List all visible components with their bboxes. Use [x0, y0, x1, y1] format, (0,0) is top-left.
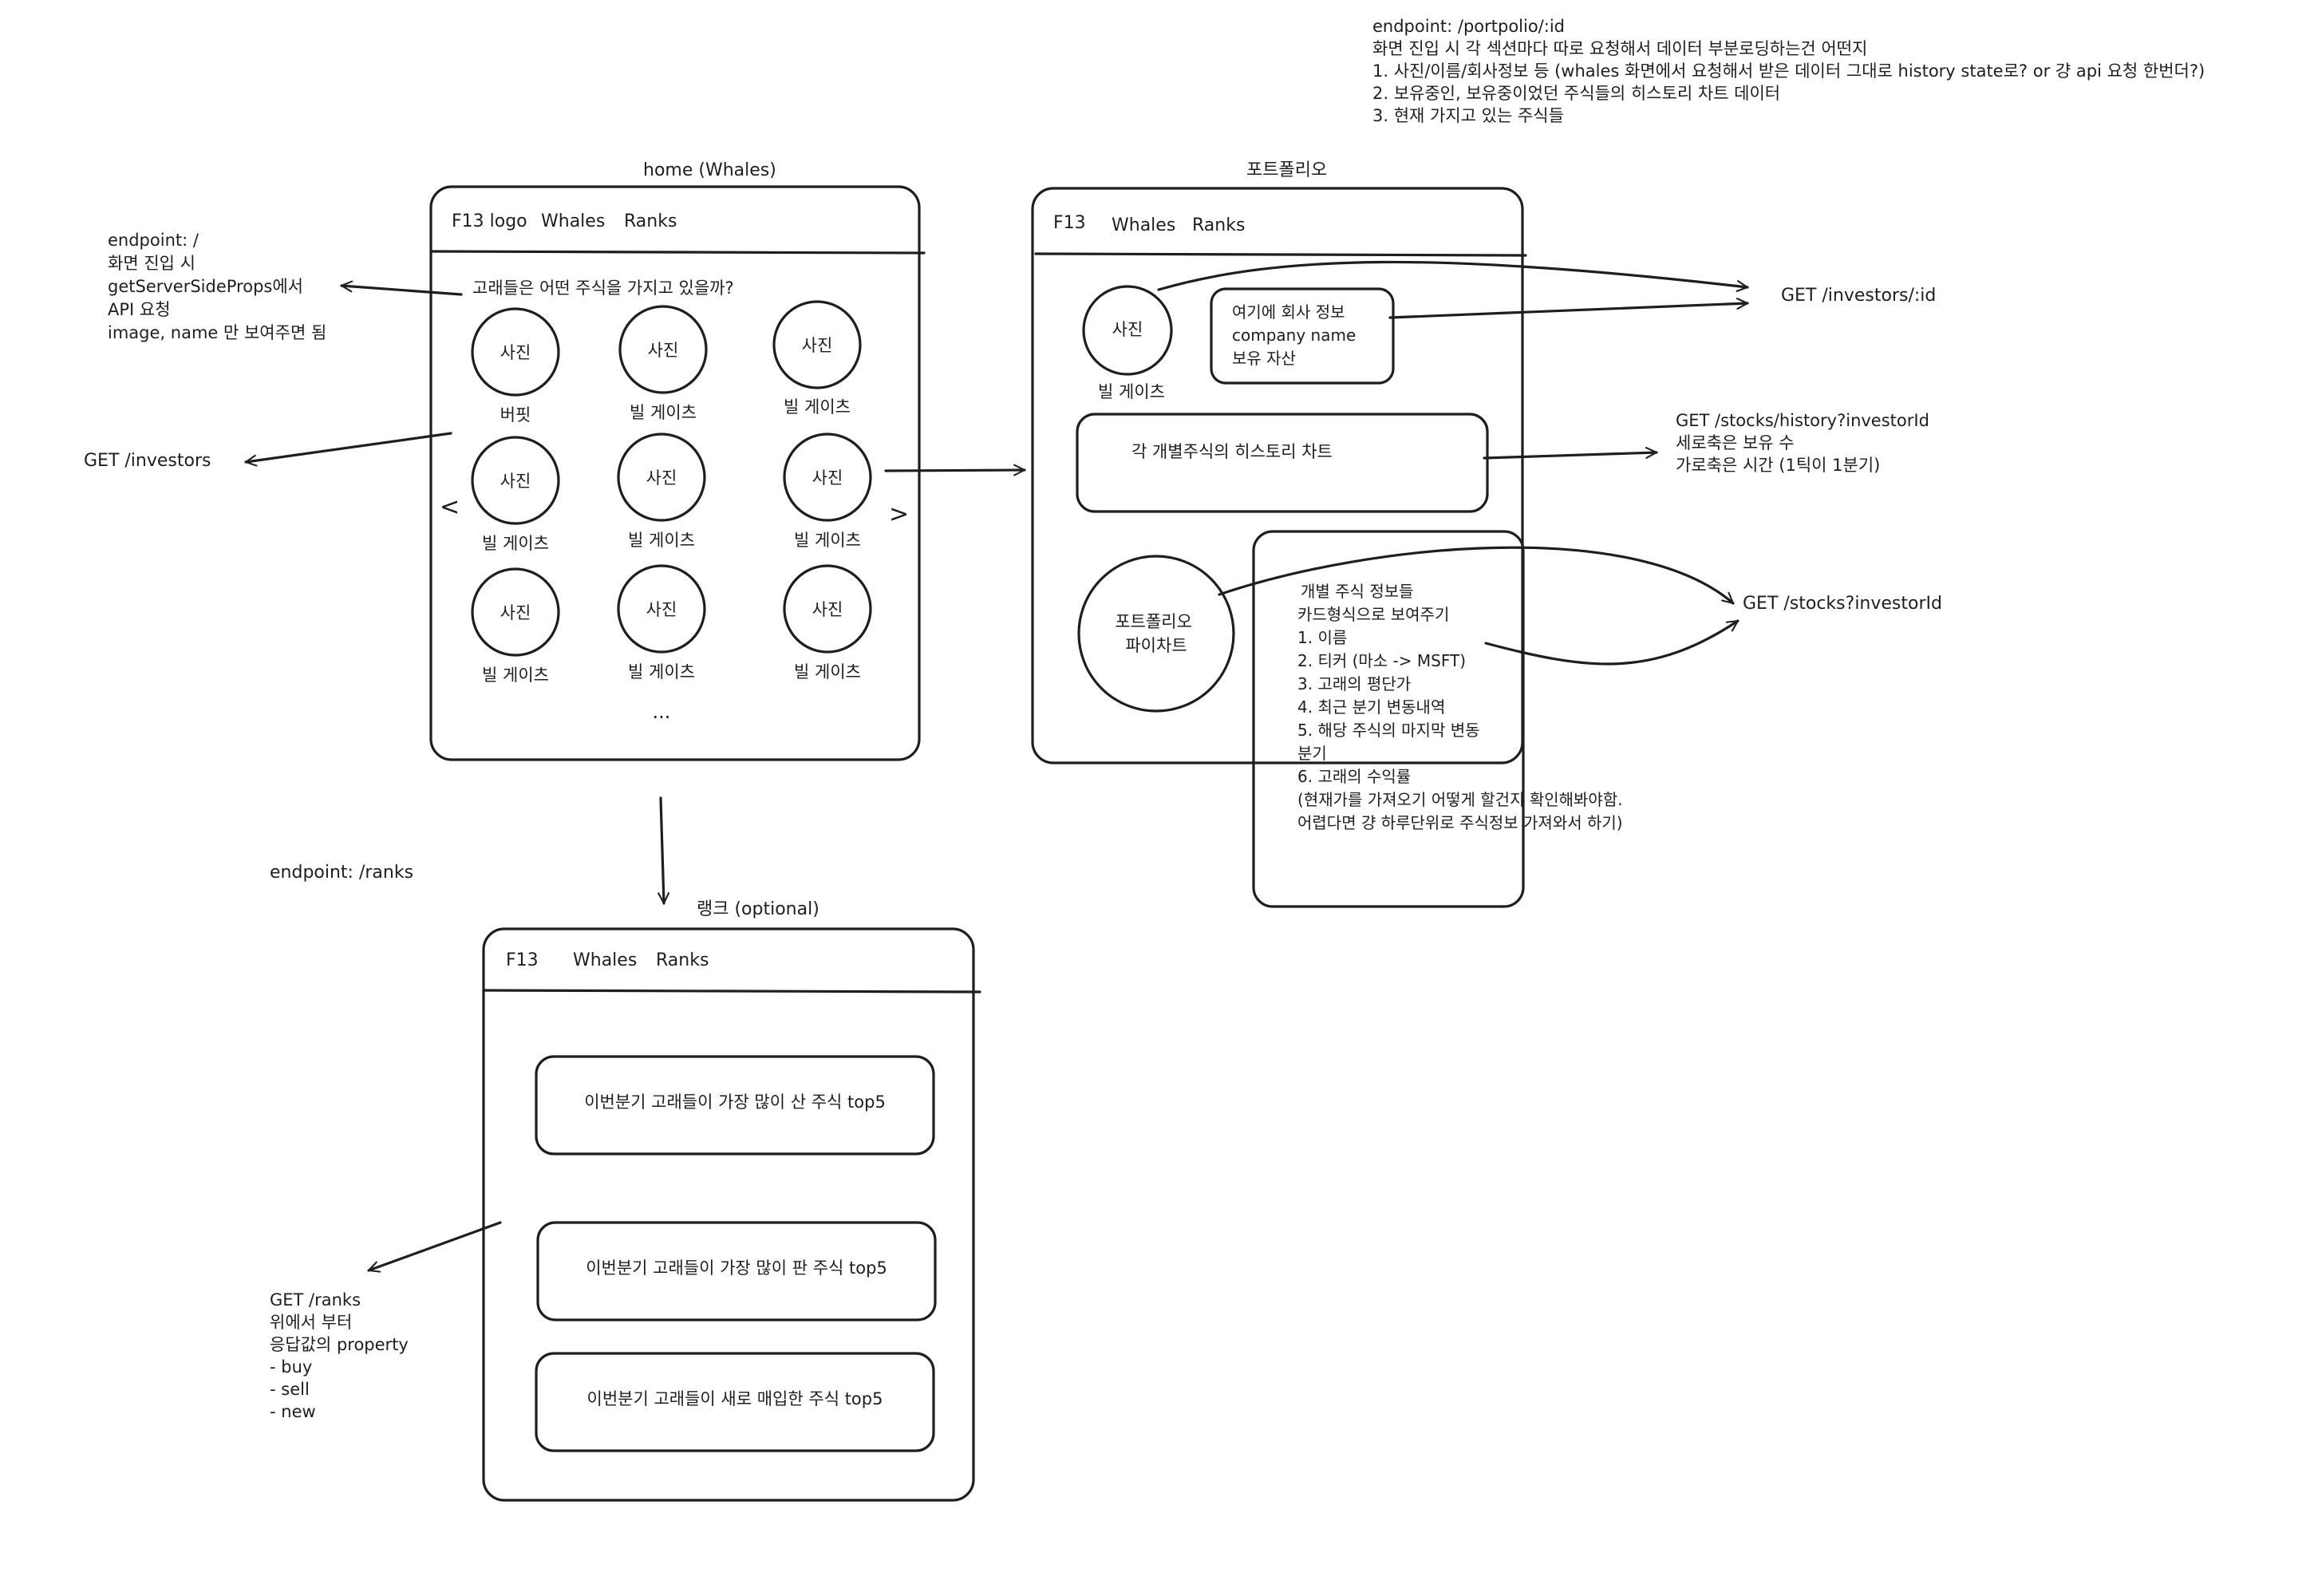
- ranks-nav-ranks[interactable]: Ranks: [656, 950, 709, 970]
- investor-name: 빌 게이츠: [794, 662, 861, 681]
- rank-box-new[interactable]: [535, 1352, 935, 1452]
- portfolio-nav-logo[interactable]: F13: [1053, 213, 1086, 233]
- home-nav-divider: [429, 250, 926, 255]
- arrow-ranks-to-get-ranks: [367, 1221, 502, 1273]
- portfolio-endpoint-note: endpoint: /portpolio/:id 화면 진입 시 각 섹션마다 …: [1372, 17, 2210, 125]
- arrow-pie-to-get-stocks: [1218, 546, 1735, 605]
- investor-photo[interactable]: [772, 300, 862, 389]
- investor-name: 빌 게이츠: [630, 403, 697, 422]
- portfolio-nav-whales[interactable]: Whales: [1112, 215, 1175, 235]
- investor-photo-label: 사진: [646, 468, 677, 488]
- arrow-chart-to-get-stock-history: [1483, 446, 1658, 460]
- investor-photo[interactable]: [471, 307, 560, 397]
- portfolio-nav-divider: [1034, 252, 1527, 257]
- company-info-box: [1210, 287, 1395, 385]
- investor-photo-label: 사진: [500, 472, 531, 491]
- get-ranks-note: GET /ranks 위에서 부터 응답값의 property - buy - …: [270, 1290, 414, 1421]
- investor-photo[interactable]: [783, 564, 872, 654]
- company-info-text: 여기에 회사 정보 company name 보유 자산: [1232, 302, 1361, 368]
- investor-photo[interactable]: [617, 564, 706, 654]
- get-investors-note: GET /investors: [84, 451, 211, 471]
- investor-photo-label: 사진: [646, 600, 677, 619]
- investor-photo[interactable]: [783, 433, 872, 522]
- more-indicator: ...: [653, 701, 671, 723]
- carousel-next-button[interactable]: >: [889, 500, 909, 528]
- rank-label-buy: 이번분기 고래들이 가장 많이 산 주식 top5: [584, 1092, 886, 1112]
- ranks-nav-logo[interactable]: F13: [506, 950, 539, 970]
- stock-cards-box: [1252, 530, 1525, 908]
- investor-card[interactable]: 사진 빌 게이츠: [471, 436, 560, 553]
- history-chart-label: 각 개별주식의 히스토리 차트: [1131, 442, 1333, 461]
- portfolio-photo-label: 사진: [1112, 320, 1143, 339]
- home-nav-logo[interactable]: F13 logo: [452, 211, 527, 231]
- investor-photo-label: 사진: [812, 600, 843, 619]
- portfolio-investor-photo: [1082, 285, 1173, 376]
- investor-card[interactable]: 사진 빌 게이츠: [617, 564, 706, 681]
- get-investor-id-note: GET /investors/:id: [1781, 286, 1936, 306]
- portfolio-pie-chart: [1077, 555, 1235, 713]
- investor-card[interactable]: 사진 버핏: [471, 307, 560, 425]
- arrow-home-to-root-note: [340, 280, 463, 296]
- home-question: 고래들은 어떤 주식을 가지고 있을까?: [472, 279, 734, 298]
- rank-box-buy[interactable]: [535, 1055, 935, 1156]
- ranks-frame: [482, 927, 975, 1502]
- portfolio-frame: [1031, 187, 1524, 764]
- portfolio-investor-name: 빌 게이츠: [1098, 382, 1165, 401]
- stock-cards-text: 개별 주식 정보들 카드형식으로 보여주기 1. 이름 2. 티커 (마소 ->…: [1297, 582, 1628, 832]
- root-endpoint-note: endpoint: / 화면 진입 시 getServerSideProps에서…: [108, 231, 326, 342]
- ranks-endpoint-note: endpoint: /ranks: [270, 863, 413, 883]
- home-nav-whales[interactable]: Whales: [541, 211, 605, 231]
- ranks-nav-divider: [482, 989, 981, 994]
- portfolio-frame-title: 포트폴리오: [1246, 160, 1327, 180]
- investor-photo[interactable]: [471, 567, 560, 657]
- investor-card[interactable]: 사진 빌 게이츠: [783, 433, 872, 550]
- arrow-home-to-portfolio: [884, 464, 1026, 476]
- rank-label-sell: 이번분기 고래들이 가장 많이 판 주식 top5: [586, 1258, 887, 1278]
- carousel-prev-button[interactable]: <: [440, 493, 460, 521]
- investor-photo-label: 사진: [802, 336, 833, 355]
- investor-card[interactable]: 사진 빌 게이츠: [783, 564, 872, 681]
- home-nav-ranks[interactable]: Ranks: [624, 211, 677, 231]
- arrow-company-to-get-investor-id: [1388, 298, 1749, 319]
- ranks-frame-title: 랭크 (optional): [697, 899, 819, 919]
- ranks-nav-whales[interactable]: Whales: [573, 950, 637, 970]
- arrow-cards-to-get-stocks: [1484, 619, 1740, 666]
- investor-photo-label: 사진: [500, 343, 531, 362]
- investor-name: 버핏: [500, 405, 531, 425]
- arrow-photo-to-get-investor-id: [1157, 260, 1749, 292]
- investor-card[interactable]: 사진 빌 게이츠: [618, 305, 708, 422]
- history-chart-box: [1076, 413, 1489, 513]
- investor-photo[interactable]: [471, 436, 560, 525]
- investor-grid: 사진 버핏 사진 빌 게이츠 사진 빌 게이츠 사진 빌 게이츠 사진 빌 게이…: [471, 300, 872, 685]
- rank-label-new: 이번분기 고래들이 새로 매입한 주식 top5: [587, 1389, 883, 1408]
- rank-box-sell[interactable]: [536, 1221, 937, 1321]
- investor-name: 빌 게이츠: [482, 666, 549, 685]
- investor-name: 빌 게이츠: [628, 531, 695, 550]
- home-frame-title: home (Whales): [643, 160, 776, 180]
- investor-photo[interactable]: [618, 305, 708, 394]
- investor-name: 빌 게이츠: [482, 534, 549, 553]
- arrow-home-to-ranks: [658, 796, 670, 905]
- pie-chart-label: 포트폴리오 파이차트: [1115, 612, 1197, 655]
- portfolio-nav-ranks[interactable]: Ranks: [1192, 215, 1245, 235]
- investor-photo-label: 사진: [812, 468, 843, 488]
- home-frame: [429, 185, 921, 761]
- investor-card[interactable]: 사진 빌 게이츠: [617, 433, 706, 550]
- investor-photo-label: 사진: [500, 603, 531, 622]
- investor-name: 빌 게이츠: [628, 662, 695, 681]
- investor-name: 빌 게이츠: [784, 397, 851, 417]
- get-stock-history-note: GET /stocks/history?investorId 세로축은 보유 수…: [1676, 411, 1935, 475]
- investor-photo[interactable]: [617, 433, 706, 522]
- investor-photo-label: 사진: [648, 341, 679, 360]
- get-stocks-note: GET /stocks?investorId: [1743, 594, 1942, 614]
- investor-name: 빌 게이츠: [794, 531, 861, 550]
- arrow-home-to-get-investors: [244, 432, 452, 467]
- investor-card[interactable]: 사진 빌 게이츠: [471, 567, 560, 685]
- investor-card[interactable]: 사진 빌 게이츠: [772, 300, 862, 417]
